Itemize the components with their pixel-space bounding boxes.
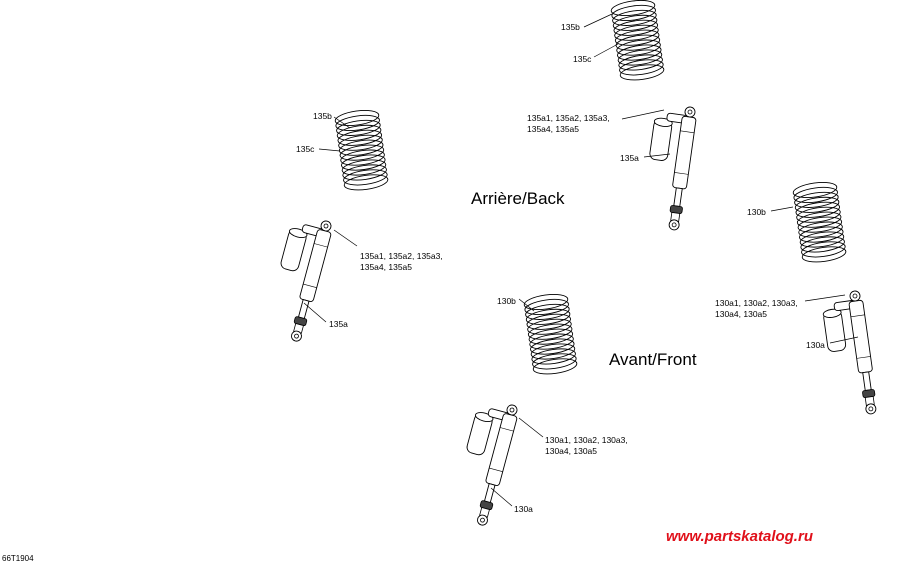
callout-rear-shock-right-a: 135a xyxy=(620,153,639,163)
callout-rear-spring-top-c: 135c xyxy=(573,54,592,64)
callout-front-shock-mid-a: 130a xyxy=(514,504,533,514)
front-shock-right xyxy=(820,289,879,420)
callout-front-shock-right-a: 130a xyxy=(806,340,825,350)
leader-lines xyxy=(303,13,859,507)
front-spring-mid xyxy=(522,291,579,377)
callout-front-spring-right-b: 130b xyxy=(747,207,766,217)
back-section-label: Arrière/Back xyxy=(471,189,565,208)
front-section-label: Avant/Front xyxy=(609,350,697,369)
rear-shock-left xyxy=(261,211,335,344)
callout-rear-spring-top-b: 135b xyxy=(561,22,580,32)
callout-front-shock-mid-kit-line2: 130a4, 130a5 xyxy=(545,446,597,456)
callout-rear-shock-left-kit-line2: 135a4, 135a5 xyxy=(360,262,412,272)
callout-front-shock-right-kit-line2: 130a4, 130a5 xyxy=(715,309,767,319)
callout-front-shock-mid-kit-line1: 130a1, 130a2, 130a3, xyxy=(545,435,628,445)
rear-shock-right xyxy=(639,101,699,232)
front-shock-mid xyxy=(447,395,521,528)
watermark: www.partskatalog.ru xyxy=(666,528,813,545)
callout-rear-shock-left-kit-line1: 135a1, 135a2, 135a3, xyxy=(360,251,443,261)
callout-rear-shock-right-kit-line1: 135a1, 135a2, 135a3, xyxy=(527,113,610,123)
document-id: 66T1904 xyxy=(2,554,34,563)
front-spring-right xyxy=(791,179,848,265)
callout-front-spring-mid-b: 130b xyxy=(497,296,516,306)
callout-front-shock-right-kit-line1: 130a1, 130a2, 130a3, xyxy=(715,298,798,308)
rear-spring-top xyxy=(609,0,666,83)
callout-rear-shock-left-a: 135a xyxy=(329,319,348,329)
callout-rear-shock-right-kit-line2: 135a4, 135a5 xyxy=(527,124,579,134)
callout-rear-spring-left-b: 135b xyxy=(313,111,332,121)
rear-spring-left xyxy=(333,107,390,193)
callout-rear-spring-left-c: 135c xyxy=(296,144,315,154)
